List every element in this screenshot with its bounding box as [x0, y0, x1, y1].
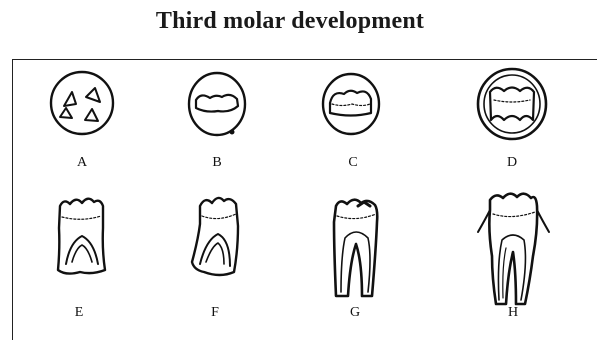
- stage-label-c: C: [333, 155, 373, 171]
- stage-label-a: A: [62, 155, 102, 171]
- stage-label-e: E: [59, 305, 99, 321]
- root-bifurcation-icon: [192, 198, 238, 275]
- crypt-crown-complete-icon: [478, 69, 546, 139]
- stage-label-b: B: [197, 155, 237, 171]
- root-two-thirds-icon: [334, 200, 377, 296]
- stage-label-g: G: [335, 305, 375, 321]
- crypt-occlusal-surface-icon: [189, 73, 245, 135]
- crypt-cusp-tips-icon: [51, 72, 113, 134]
- stage-label-h: H: [493, 305, 533, 321]
- crypt-enamel-complete-icon: [323, 74, 379, 134]
- stage-label-d: D: [492, 155, 532, 171]
- stages-diagram: A B C D E F G H: [0, 0, 597, 324]
- root-initiation-icon: [58, 199, 105, 274]
- root-apex-closed-icon: [478, 194, 549, 304]
- stage-label-f: F: [195, 305, 235, 321]
